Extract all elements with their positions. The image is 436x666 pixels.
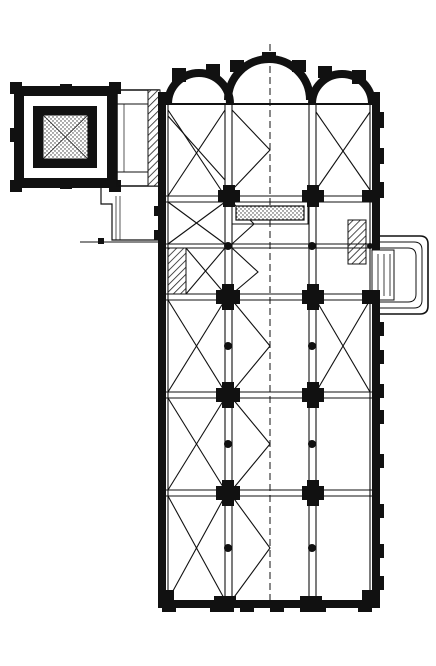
wall-left	[158, 92, 166, 608]
apse-right	[308, 70, 376, 105]
stairs-left	[167, 247, 187, 295]
church-walls	[154, 52, 384, 612]
wall-right	[372, 92, 380, 608]
side-porch	[347, 219, 429, 315]
wall-bottom	[158, 600, 380, 608]
altar-screen	[231, 201, 309, 225]
pier	[302, 382, 324, 408]
pier	[302, 480, 324, 506]
pier	[218, 185, 240, 207]
vault-lines	[166, 44, 372, 601]
pier	[216, 382, 240, 408]
pier	[216, 480, 240, 506]
pier	[302, 185, 324, 207]
pier	[216, 284, 240, 310]
bell-tower	[10, 82, 121, 192]
pier	[302, 284, 324, 310]
piers	[162, 185, 380, 606]
